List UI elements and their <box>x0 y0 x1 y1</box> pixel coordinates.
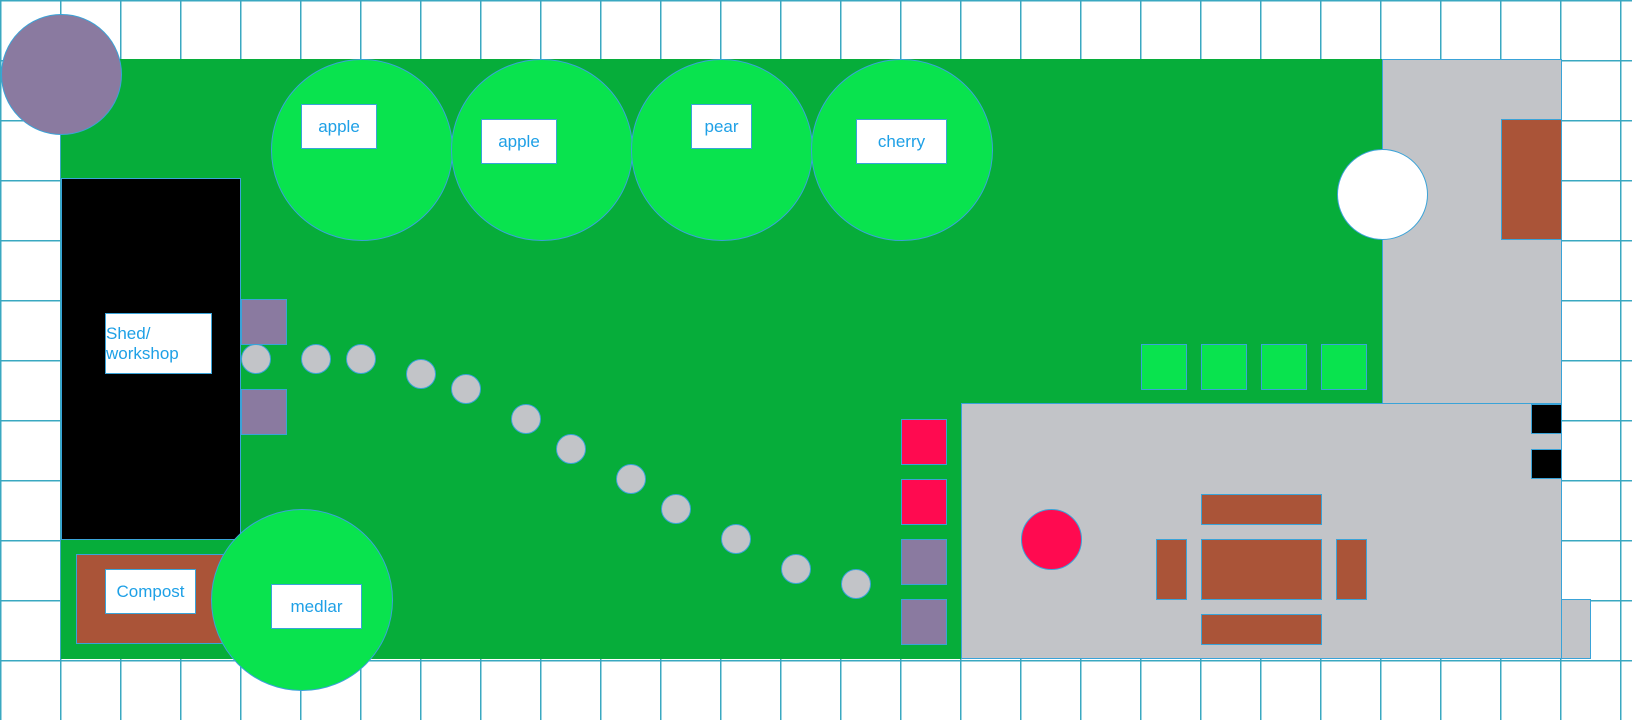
round-feature <box>1337 149 1428 240</box>
shed-planter-bottom <box>241 389 287 435</box>
pear-tree <box>631 59 813 241</box>
raised-bed <box>1261 344 1307 390</box>
apple-tree-1-label: apple <box>301 104 377 149</box>
raised-bed <box>1141 344 1187 390</box>
flower-pot <box>901 419 947 465</box>
wall-box <box>1531 404 1562 434</box>
cherry-tree-label: cherry <box>856 119 947 164</box>
chair-top <box>1201 494 1322 525</box>
stepping-stone <box>781 554 811 584</box>
apple-tree-1 <box>271 59 453 241</box>
pear-tree-label: pear <box>691 104 752 149</box>
compost-label: Compost <box>105 569 196 614</box>
raised-bed <box>1321 344 1367 390</box>
raised-bed <box>1201 344 1247 390</box>
stepping-stone <box>346 344 376 374</box>
patio-step <box>1561 599 1591 659</box>
stepping-stone <box>406 359 436 389</box>
stepping-stone <box>556 434 586 464</box>
medlar-tree-label: medlar <box>271 584 362 629</box>
stepping-stone <box>451 374 481 404</box>
bench <box>1501 119 1562 240</box>
planter-pot <box>901 539 947 585</box>
planter-pot <box>901 599 947 645</box>
shed-planter-top <box>241 299 287 345</box>
corner-planter <box>1 14 122 135</box>
shed-label: Shed/ workshop <box>105 313 212 374</box>
chair-left <box>1156 539 1187 600</box>
flower-pot <box>901 479 947 525</box>
round-flower-pot <box>1021 509 1082 570</box>
wall-box <box>1531 449 1562 479</box>
stepping-stone <box>241 344 271 374</box>
chair-bottom <box>1201 614 1322 645</box>
stepping-stone <box>721 524 751 554</box>
dining-table <box>1201 539 1322 600</box>
stepping-stone <box>511 404 541 434</box>
stepping-stone <box>661 494 691 524</box>
stepping-stone <box>301 344 331 374</box>
stepping-stone <box>841 569 871 599</box>
chair-right <box>1336 539 1367 600</box>
apple-tree-2-label: apple <box>481 119 557 164</box>
stepping-stone <box>616 464 646 494</box>
